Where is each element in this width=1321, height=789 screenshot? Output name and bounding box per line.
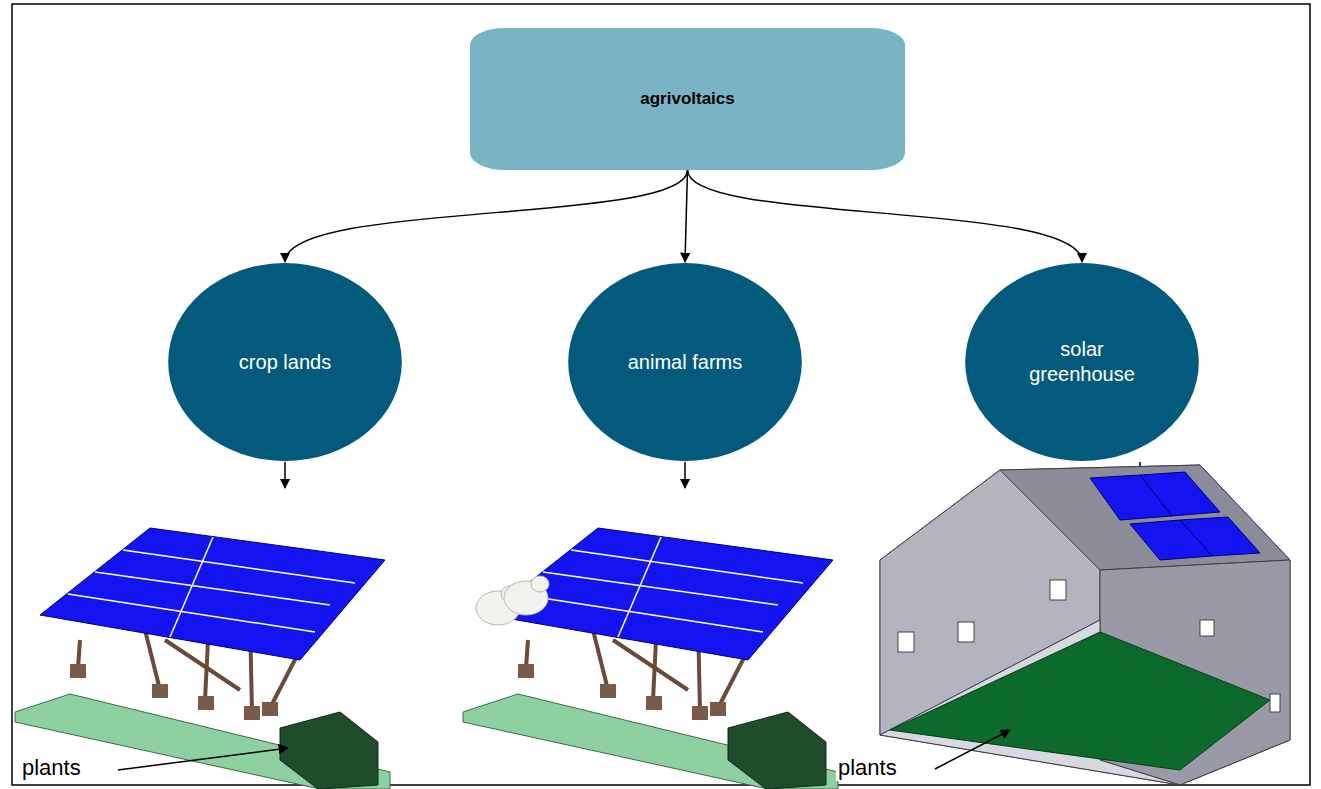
node-text-holder: crop lands [239, 350, 331, 375]
node-shape [964, 262, 1200, 462]
part-label: plants [20, 755, 83, 781]
node-outline [470, 28, 905, 170]
node-label: animal farms [628, 350, 742, 375]
solar-greenhouse [880, 465, 1290, 785]
crop-solar-array [15, 528, 390, 789]
connector-arrow [685, 170, 688, 262]
node-text-holder: agrivoltaics [640, 88, 735, 109]
category-circle: solar greenhouse [964, 262, 1200, 462]
livestock-solar-array [463, 528, 838, 789]
category-circle: animal farms [567, 262, 803, 462]
node-outline [568, 263, 802, 461]
node-label: crop lands [239, 350, 331, 375]
sheep [476, 576, 549, 625]
node-outline [965, 263, 1199, 461]
part-label: plants [836, 755, 899, 781]
node-label: solar greenhouse [1012, 337, 1152, 387]
node-text-holder: solar greenhouse [1012, 337, 1152, 387]
node-outline [168, 263, 402, 461]
root-box: agrivoltaics [470, 28, 905, 170]
frame [12, 4, 1310, 785]
category-circle: crop lands [167, 262, 403, 462]
node-text-holder: animal farms [628, 350, 742, 375]
node-label: agrivoltaics [640, 88, 735, 109]
connector-arrow [285, 170, 688, 262]
connector-arrow [688, 170, 1083, 262]
